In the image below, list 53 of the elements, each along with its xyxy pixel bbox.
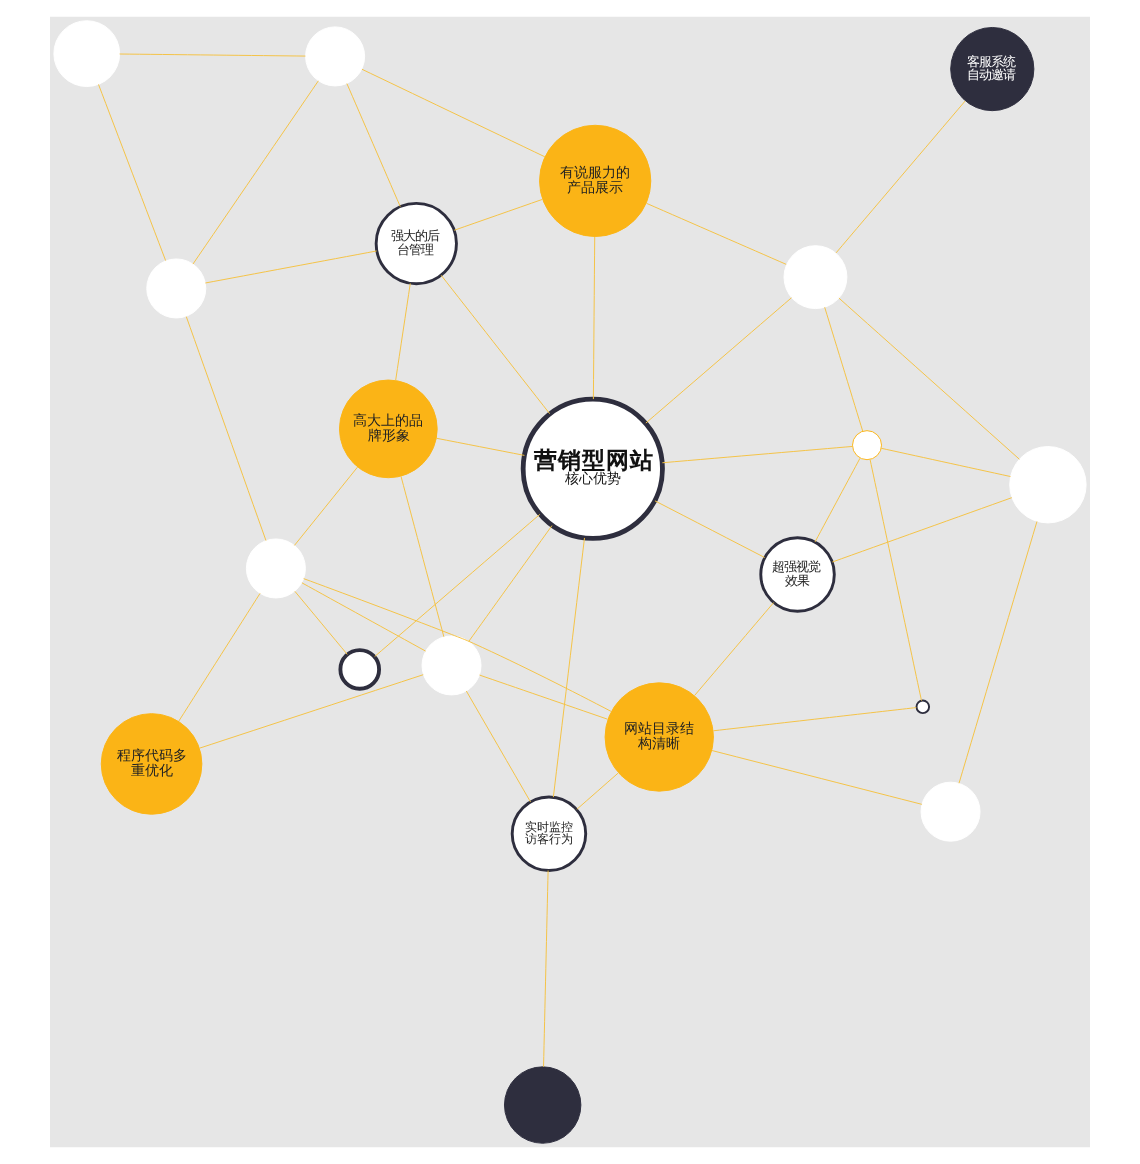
connector [814,457,861,543]
connector [294,590,348,655]
node-circle [920,781,981,842]
connector [468,525,553,642]
node-circle [245,538,306,599]
node-circle [421,635,482,696]
connector [880,447,1011,478]
connector [98,83,167,262]
connector [361,68,546,158]
connector [711,750,923,805]
connector [301,582,427,652]
node-circle [503,1066,582,1144]
node-circle [915,699,931,715]
connector [192,80,319,265]
connector [543,870,549,1068]
connector [119,53,306,57]
connector [831,497,1013,563]
connector [838,297,1020,460]
node-circle [338,648,382,691]
connector [869,459,922,702]
node-circle [1009,446,1087,524]
connector [198,674,424,749]
connector [552,537,585,798]
node-circle [305,26,366,87]
connector [395,283,411,381]
connector [694,602,775,697]
connector [592,236,596,400]
connector [824,306,864,432]
node-circle [146,258,207,319]
connector [346,83,401,208]
connector [440,274,551,415]
connector [479,674,609,720]
node-circle [852,430,882,461]
connector [654,500,766,558]
connector [436,437,525,456]
connector [465,690,531,803]
connector [374,513,541,658]
connector [646,202,787,265]
connector [400,475,445,638]
connector [185,316,267,542]
connector [303,578,612,712]
connector [453,198,543,231]
connector [712,707,917,732]
connector [204,250,378,284]
node-circle [783,245,848,310]
connector [178,592,261,722]
connector [661,445,853,464]
connector [294,466,359,546]
connector [576,772,619,810]
connector [835,100,966,254]
connector [645,297,792,424]
node-circle [53,20,121,87]
connector [958,521,1038,784]
